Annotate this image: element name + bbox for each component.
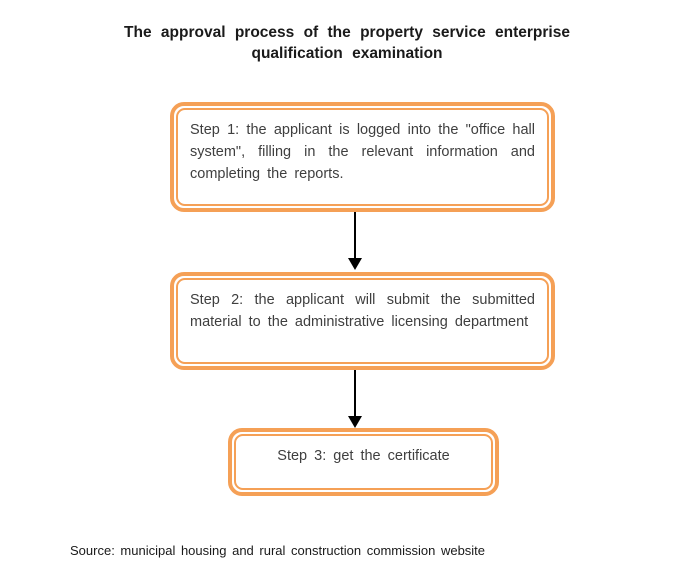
flow-box-step-2: Step 2: the applicant will submit the su… (170, 272, 555, 370)
flow-box-step-1: Step 1: the applicant is logged into the… (170, 102, 555, 212)
flow-box-step-1-label: Step 1: the applicant is logged into the… (176, 108, 549, 206)
arrow-shaft (353, 212, 357, 258)
flow-box-step-3-label: Step 3: get the certificate (234, 434, 493, 490)
flow-box-step-3: Step 3: get the certificate (228, 428, 499, 496)
arrow-shaft (353, 370, 357, 416)
diagram-title: The approval process of the property ser… (124, 24, 570, 62)
arrow-down-icon (348, 212, 362, 270)
arrow-head (348, 416, 362, 428)
source-note: Source: municipal housing and rural cons… (70, 543, 486, 558)
arrow-down-icon (348, 370, 362, 428)
flow-box-step-2-label: Step 2: the applicant will submit the su… (176, 278, 549, 364)
arrow-head (348, 258, 362, 270)
